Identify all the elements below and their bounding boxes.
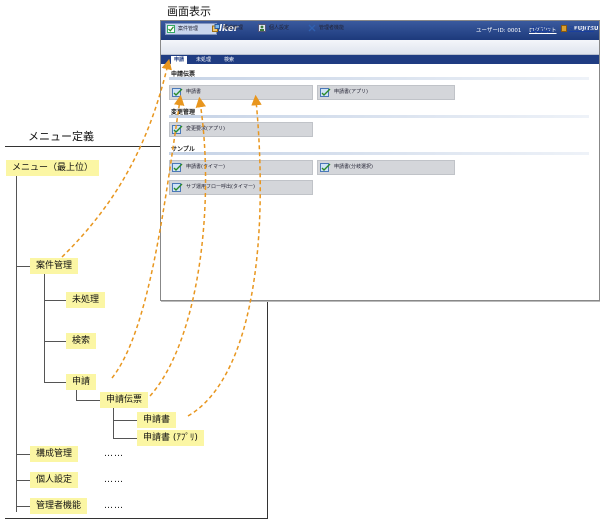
- menu-application-slip: 申請伝票: [100, 392, 149, 408]
- tree-branch: [76, 390, 77, 400]
- item-application-form-timer[interactable]: 申請書(タイマー): [169, 160, 313, 175]
- tree-branch: [16, 266, 30, 267]
- toolbar-label: 管理者機能: [319, 25, 345, 31]
- item-label: 申請書: [186, 89, 202, 95]
- arrow-application-form: [187, 94, 262, 417]
- toolbar-label: 案件管理: [178, 26, 199, 32]
- screen-caption: 画面表示: [167, 5, 211, 18]
- toolbar-personal-settings[interactable]: 個人設定: [257, 23, 289, 33]
- tree-branch: [16, 480, 30, 481]
- tree-branch: [113, 408, 114, 438]
- item-label: サブ運用フロー呼出(タイマー): [186, 184, 255, 190]
- item-change-request-app[interactable]: 変更要求(アプリ): [169, 122, 313, 137]
- tab-apply[interactable]: 申請: [171, 56, 188, 64]
- toolbar-case-management[interactable]: 案件管理: [165, 23, 217, 35]
- manual-label: マニュアル: [569, 26, 594, 32]
- menu-application-form-app: 申請書 (ｱﾌﾟﾘ): [137, 430, 204, 446]
- form-check-icon: [172, 183, 183, 192]
- check-icon: [167, 25, 175, 33]
- section-divider: [169, 152, 589, 155]
- tree-branch: [16, 506, 30, 507]
- menu-admin: 管理者機能: [30, 498, 88, 514]
- section-sample: サンプル: [171, 146, 195, 153]
- book-icon: [561, 25, 567, 32]
- toolbar-configuration[interactable]: 構成管理: [211, 23, 243, 33]
- tree-branch: [113, 420, 137, 421]
- menu-case-management: 案件管理: [30, 258, 79, 274]
- ellipsis: ……: [104, 475, 124, 485]
- arrow-apply: [111, 94, 185, 379]
- tree-branch: [44, 341, 66, 342]
- title-bar: [161, 21, 599, 40]
- tree-branch: [76, 400, 100, 401]
- toolbar-admin[interactable]: 管理者機能: [307, 23, 344, 33]
- menu-application-form: 申請書: [137, 412, 177, 428]
- item-label: 申請書(分岐選択): [334, 164, 373, 170]
- menu-configuration: 構成管理: [30, 446, 79, 462]
- menu-frame: [5, 146, 268, 519]
- item-label: 変更要求(アプリ): [186, 126, 225, 132]
- menu-root: メニュー（最上位）: [6, 160, 100, 176]
- toolbar-label: 個人設定: [269, 25, 290, 31]
- arrow-application-slip: [149, 96, 207, 397]
- fujitsu-logo: FUJITSU: [574, 26, 599, 32]
- form-check-icon: [320, 163, 331, 172]
- section-application-slip: 申請伝票: [171, 71, 196, 78]
- item-application-form-branch[interactable]: 申請書(分岐選択): [317, 160, 455, 175]
- section-divider: [169, 77, 589, 80]
- proxy-link[interactable]: 代行する: [531, 26, 552, 32]
- form-check-icon: [320, 88, 331, 97]
- tree-branch: [113, 438, 137, 439]
- manual-link[interactable]: マニュアル: [561, 25, 594, 32]
- item-subflow-call-timer[interactable]: サブ運用フロー呼出(タイマー): [169, 180, 313, 195]
- screen-mockup: Systemwalker ユーザーID: 0001 ログアウト FUJITSU …: [160, 20, 600, 301]
- tree-trunk: [16, 170, 17, 512]
- tab-bar: [161, 55, 599, 64]
- menu-apply: 申請: [66, 374, 97, 390]
- ellipsis: ……: [104, 501, 124, 511]
- configuration-icon: [212, 24, 220, 32]
- menu-personal-settings: 個人設定: [30, 472, 79, 488]
- tree-branch: [44, 300, 66, 301]
- menu-frame-top: [5, 146, 267, 147]
- user-id: ユーザーID: 0001: [476, 28, 522, 34]
- tree-branch: [44, 274, 45, 382]
- ellipsis: ……: [104, 449, 124, 459]
- logout-link[interactable]: ログアウト: [529, 28, 557, 34]
- personal-settings-icon: [258, 24, 266, 32]
- item-label: 申請書(アプリ): [334, 89, 368, 95]
- tree-branch: [16, 454, 30, 455]
- section-divider: [169, 115, 589, 118]
- toolbar: [161, 40, 599, 55]
- form-check-icon: [172, 163, 183, 172]
- tree-branch: [44, 382, 66, 383]
- toolbar-label: 構成管理: [223, 25, 244, 31]
- tab-unprocessed[interactable]: 未処理: [196, 57, 212, 63]
- item-application-form-app[interactable]: 申請書(アプリ): [317, 85, 455, 100]
- tab-search[interactable]: 検索: [224, 57, 235, 63]
- menu-caption: メニュー定義: [28, 130, 94, 143]
- tools-icon: [308, 24, 316, 32]
- section-change-management: 変更管理: [171, 109, 196, 116]
- item-application-form[interactable]: 申請書: [169, 85, 313, 100]
- arrow-case-management: [61, 58, 172, 258]
- menu-search: 検索: [66, 333, 97, 349]
- menu-unprocessed: 未処理: [66, 292, 106, 308]
